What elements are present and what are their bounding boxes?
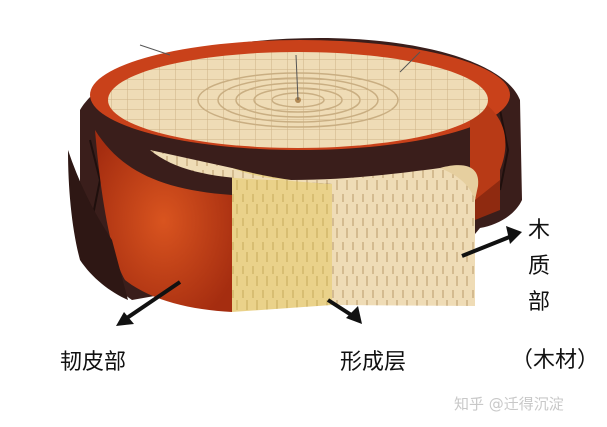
arrow-xylem [461,226,522,258]
bark-slab [68,150,128,300]
label-cambium: 形成层 [340,350,407,375]
label-xylem-char-3: 部 [528,290,551,315]
pointer-lines [139,44,421,101]
phloem-edge-right [475,180,500,220]
watermark: 知乎 @迁得沉淀 [454,395,564,413]
arrow-cambium [326,298,362,324]
xylem-band [150,150,476,306]
phloem-ring-right [470,95,506,210]
label-xylem-char-1: 木 [528,218,551,243]
phloem-layer [95,130,232,312]
label-xylem-paren: （木材） [511,348,600,373]
label-phloem: 韧皮部 [60,350,127,375]
cambium-layer [232,168,332,312]
arrow-phloem [116,280,182,326]
xylem-block-top [440,165,479,200]
label-xylem-char-2: 质 [528,254,551,279]
label-xylem: 木 质 部 [528,220,550,328]
